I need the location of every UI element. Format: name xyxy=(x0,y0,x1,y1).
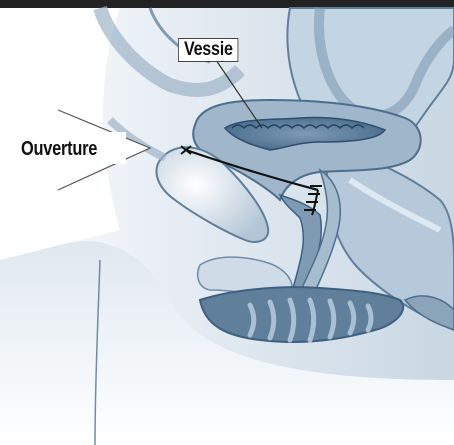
bladder-label: Vessie xyxy=(178,38,239,62)
opening-label: Ouverture xyxy=(21,137,97,161)
